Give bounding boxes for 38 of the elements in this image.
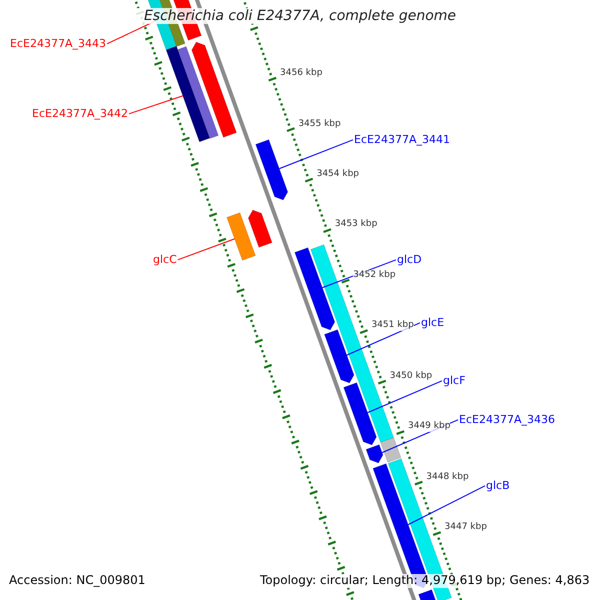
footer-text: Topology: circular; Length: 4,979,619 bp; Genes: 4,863 (260, 574, 590, 588)
leader-line (278, 139, 354, 170)
tick-label: 3451 kbp (371, 320, 414, 331)
tick-label: 3449 kbp (408, 421, 450, 432)
tick-label: 3455 kbp (298, 118, 341, 129)
gene-label: EcE24377A_3442 (32, 108, 128, 120)
tick-label: 3448 kbp (426, 472, 469, 482)
leader-line (408, 485, 486, 526)
leader-line (177, 238, 236, 260)
tick-label: 3454 kbp (316, 168, 359, 180)
gene-label: EcE24377A_3443 (10, 38, 106, 50)
gene-block-pointed (191, 42, 237, 138)
tick-label: 3453 kbp (334, 219, 378, 230)
gene-block (380, 437, 402, 463)
gene-label: EcE24377A_3436 (459, 414, 555, 426)
gene-block-pointed (366, 444, 384, 464)
gene-label: EcE24377A_3441 (354, 134, 450, 146)
gene-block-pointed (343, 382, 377, 446)
gene-block-pointed (255, 139, 288, 200)
footer-text: Accession: NC_009801 (9, 574, 146, 588)
gene-label: glcE (421, 316, 444, 330)
gene-block-pointed (248, 210, 272, 248)
leader-line (367, 380, 442, 414)
gene-block-pointed (324, 329, 354, 384)
tick-label: 3456 kbp (280, 68, 322, 78)
gene-label: glcB (486, 480, 510, 492)
gene-block (166, 46, 210, 142)
tick-label: 3452 kbp (353, 270, 396, 280)
tick-label: 3450 kbp (390, 370, 432, 382)
title: Escherichia coli E24377A, complete genome (144, 8, 456, 24)
gene-block-pointed (294, 247, 336, 330)
gene-label: glcC (153, 254, 177, 266)
gene-block (177, 46, 219, 139)
gene-block (226, 212, 256, 261)
gene-label: glcD (397, 254, 422, 266)
leader-line (128, 95, 184, 114)
tick-label: 3447 kbp (444, 522, 487, 533)
gene-label: glcF (443, 374, 466, 388)
